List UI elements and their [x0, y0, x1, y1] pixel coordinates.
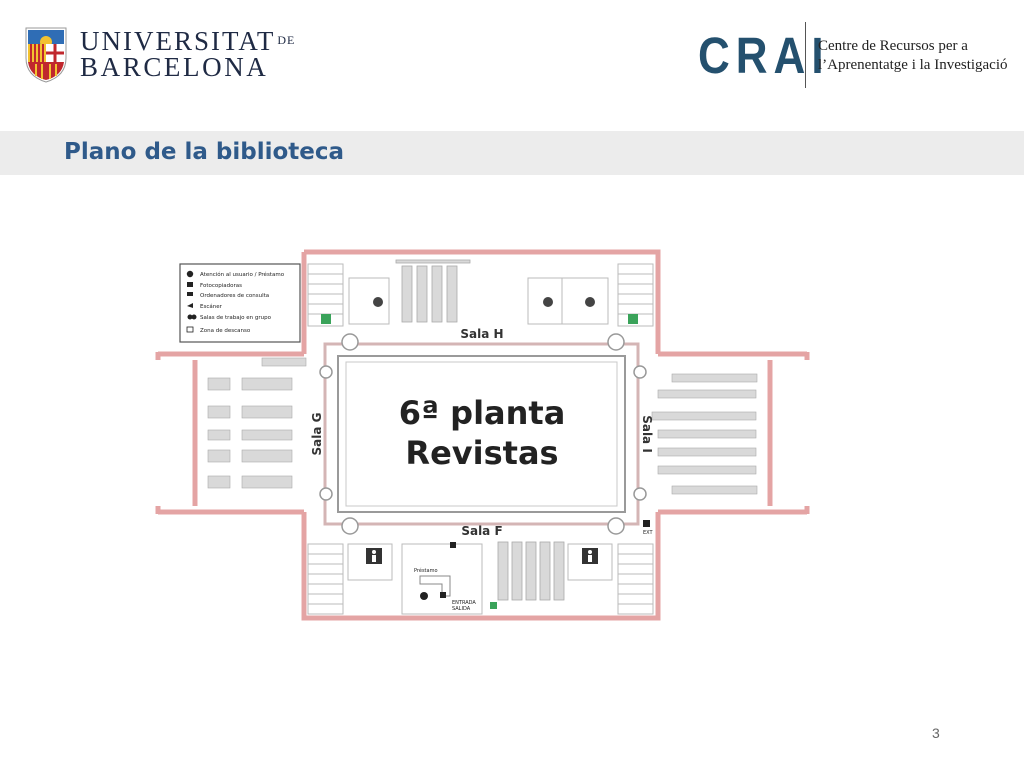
group-rooms-top: [348, 277, 609, 325]
ext-label: EXT: [643, 530, 653, 536]
legend-icons: [186, 270, 197, 333]
crai-logo: CRAI: [698, 28, 830, 85]
legend-item-attention: Atención al usuario / Préstamo: [200, 271, 285, 278]
sala-h-shelves: [395, 259, 471, 323]
sala-h-label: Sala H: [460, 327, 503, 341]
service-desk: [419, 520, 650, 609]
stairs-bottom: [307, 543, 654, 615]
sala-f-label: Sala F: [461, 524, 502, 538]
page-title: Plano de la biblioteca: [64, 139, 345, 165]
legend-item-group-rooms: Salas de trabajo en grupo: [200, 315, 272, 321]
legend-box: [179, 263, 301, 343]
exit-signs: [321, 314, 638, 324]
restroom-icons: [366, 548, 598, 564]
title-band: [0, 131, 1024, 175]
prestamo-label: Préstamo: [414, 567, 438, 574]
stairs-top: [307, 263, 654, 327]
sala-i-shelves: [651, 373, 758, 495]
sala-i-label: Sala I: [640, 415, 654, 453]
sala-g-tables: [207, 357, 307, 489]
entrada-label: ENTRADA: [452, 600, 476, 606]
crai-name-line1: Centre de Recursos per a: [818, 38, 968, 54]
sala-g-label: Sala G: [310, 413, 324, 456]
sala-f-shelves: [497, 541, 565, 601]
columns: [319, 333, 647, 535]
floor-label-line2: Revistas: [405, 434, 558, 472]
floor-label-line1: 6ª planta: [399, 394, 566, 432]
ub-shield-logo: [25, 27, 67, 83]
legend-item-rest-zone: Zona de descanso: [200, 328, 251, 334]
plan-walls: [155, 249, 810, 621]
legend-item-scanner: Escáner: [200, 303, 223, 310]
page-number: 3: [932, 725, 940, 741]
salida-label: SALIDA: [452, 606, 471, 612]
legend-item-copiers: Fotocopiadoras: [200, 283, 242, 289]
group-room-icons: [373, 297, 595, 307]
floor-plan: Atención al usuario / Préstamo Fotocopia…: [155, 249, 810, 621]
crai-name-line2: l’Aprenentatge i la Investigació: [818, 57, 1008, 73]
legend-item-computers: Ordenadores de consulta: [200, 293, 269, 299]
crai-divider: [805, 22, 806, 88]
university-de: DE: [277, 33, 296, 47]
university-name-line2: BARCELONA: [80, 52, 269, 82]
